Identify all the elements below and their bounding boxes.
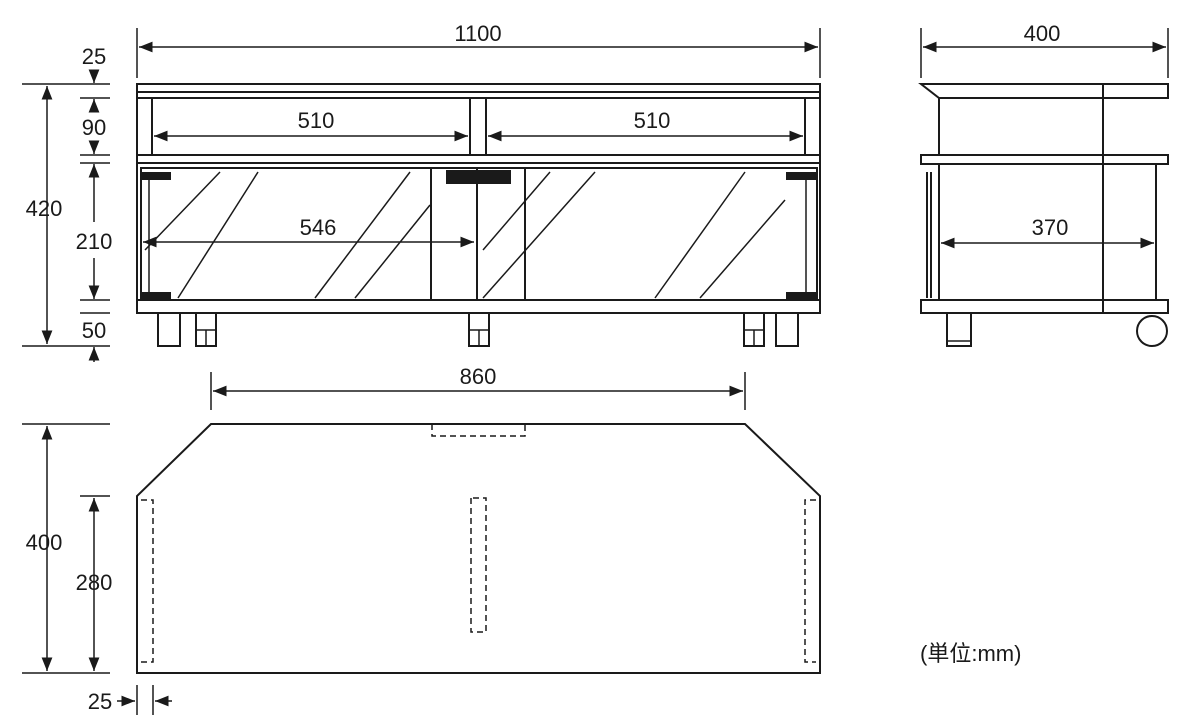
dim-drawer-height: 90 <box>82 115 106 140</box>
front-view: 1100 <box>22 21 821 362</box>
dim-side-inner-depth: 370 <box>1032 215 1069 240</box>
dim-leg-height: 50 <box>82 318 106 343</box>
dim-front-width: 1100 <box>454 21 501 46</box>
dim-door-height: 210 <box>76 229 113 254</box>
dim-overall-height: 420 <box>26 196 63 221</box>
dim-drawer-width-left: 510 <box>298 108 335 133</box>
side-view: 400 370 <box>918 21 1169 347</box>
dim-drawer-width-right: 510 <box>634 108 671 133</box>
plan-view: 860 400 280 25 <box>22 364 821 715</box>
dim-plan-side-depth: 280 <box>76 570 113 595</box>
dim-door-width: 546 <box>300 215 337 240</box>
dim-plan-depth: 400 <box>26 530 63 555</box>
dim-plan-panel: 25 <box>88 689 112 714</box>
dim-top-board: 25 <box>82 44 106 69</box>
dim-side-depth: 400 <box>1024 21 1061 46</box>
dim-plan-front-width: 860 <box>460 364 497 389</box>
unit-note: (単位:mm) <box>920 641 1021 666</box>
